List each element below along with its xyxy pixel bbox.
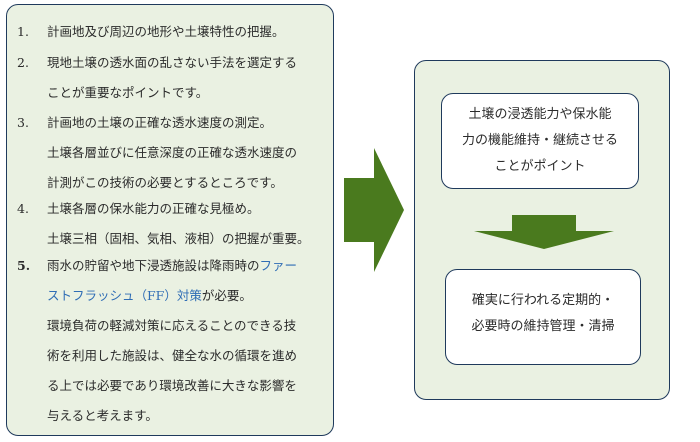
box-text: 力の機能維持・継続させる: [461, 133, 618, 148]
item-text: 計測がこの技術の必要とするところです。: [47, 175, 283, 190]
item-number: 4.: [17, 201, 29, 216]
item-text-line2: ストフラッシュ（FF）対策が必要。: [47, 288, 252, 304]
key-point-box: 土壌の浸透能力や保水能 力の機能維持・継続させる ことがポイント: [441, 93, 639, 189]
maintenance-box: 確実に行われる定期的・ 必要時の維持管理・清掃: [445, 269, 641, 365]
item-text: 環境負荷の軽減対策に応えることのできる技: [47, 318, 297, 333]
item-number: 2.: [17, 55, 29, 70]
item-text: 雨水の貯留や地下浸透施設は降雨時の: [47, 258, 260, 273]
item-text: 術を利用した施設は、健全な水の循環を進め: [47, 348, 298, 363]
right-arrow-icon: [344, 148, 404, 272]
item-number: 5.: [17, 258, 31, 273]
item-text: る上では必要であり環境改善に大きな影響を: [47, 378, 297, 393]
left-panel: 1. 計画地及び周辺の地形や土壌特性の把握。 2. 現地土壌の透水面の乱さない手…: [6, 4, 334, 436]
item-text: が必要。: [201, 288, 252, 303]
highlight-text: ファー: [259, 258, 298, 273]
item-text: 現地土壌の透水面の乱さない手法を選定する: [47, 55, 298, 70]
highlight-text: ストフラッシュ（FF）対策: [47, 288, 202, 303]
box-text: 必要時の維持管理・清掃: [471, 319, 615, 334]
item-text: 計画地の土壌の正確な透水速度の測定。: [47, 115, 273, 130]
box-text: ことがポイント: [494, 159, 586, 174]
item-text: 土壌各層の保水能力の正確な見極め。: [47, 201, 260, 216]
item-text: 与えると考えます。: [47, 408, 158, 423]
item-number: 3.: [17, 115, 29, 130]
item-text: 土壌三相（固相、気相、液相）の把握が重要。: [47, 231, 310, 246]
item-text: 計画地及び周辺の地形や土壌特性の把握。: [47, 24, 285, 39]
box-text: 確実に行われる定期的・: [471, 293, 615, 308]
item-number: 1.: [17, 24, 29, 39]
item-text: ことが重要なポイントです。: [47, 85, 209, 100]
box-text: 土壌の浸透能力や保水能: [468, 107, 612, 122]
down-arrow-icon: [474, 215, 614, 249]
item-text-line1: 雨水の貯留や地下浸透施設は降雨時のファー: [47, 258, 297, 274]
item-text: 土壌各層並びに任意深度の正確な透水速度の: [47, 145, 298, 160]
right-panel: 土壌の浸透能力や保水能 力の機能維持・継続させる ことがポイント 確実に行われる…: [414, 60, 670, 400]
